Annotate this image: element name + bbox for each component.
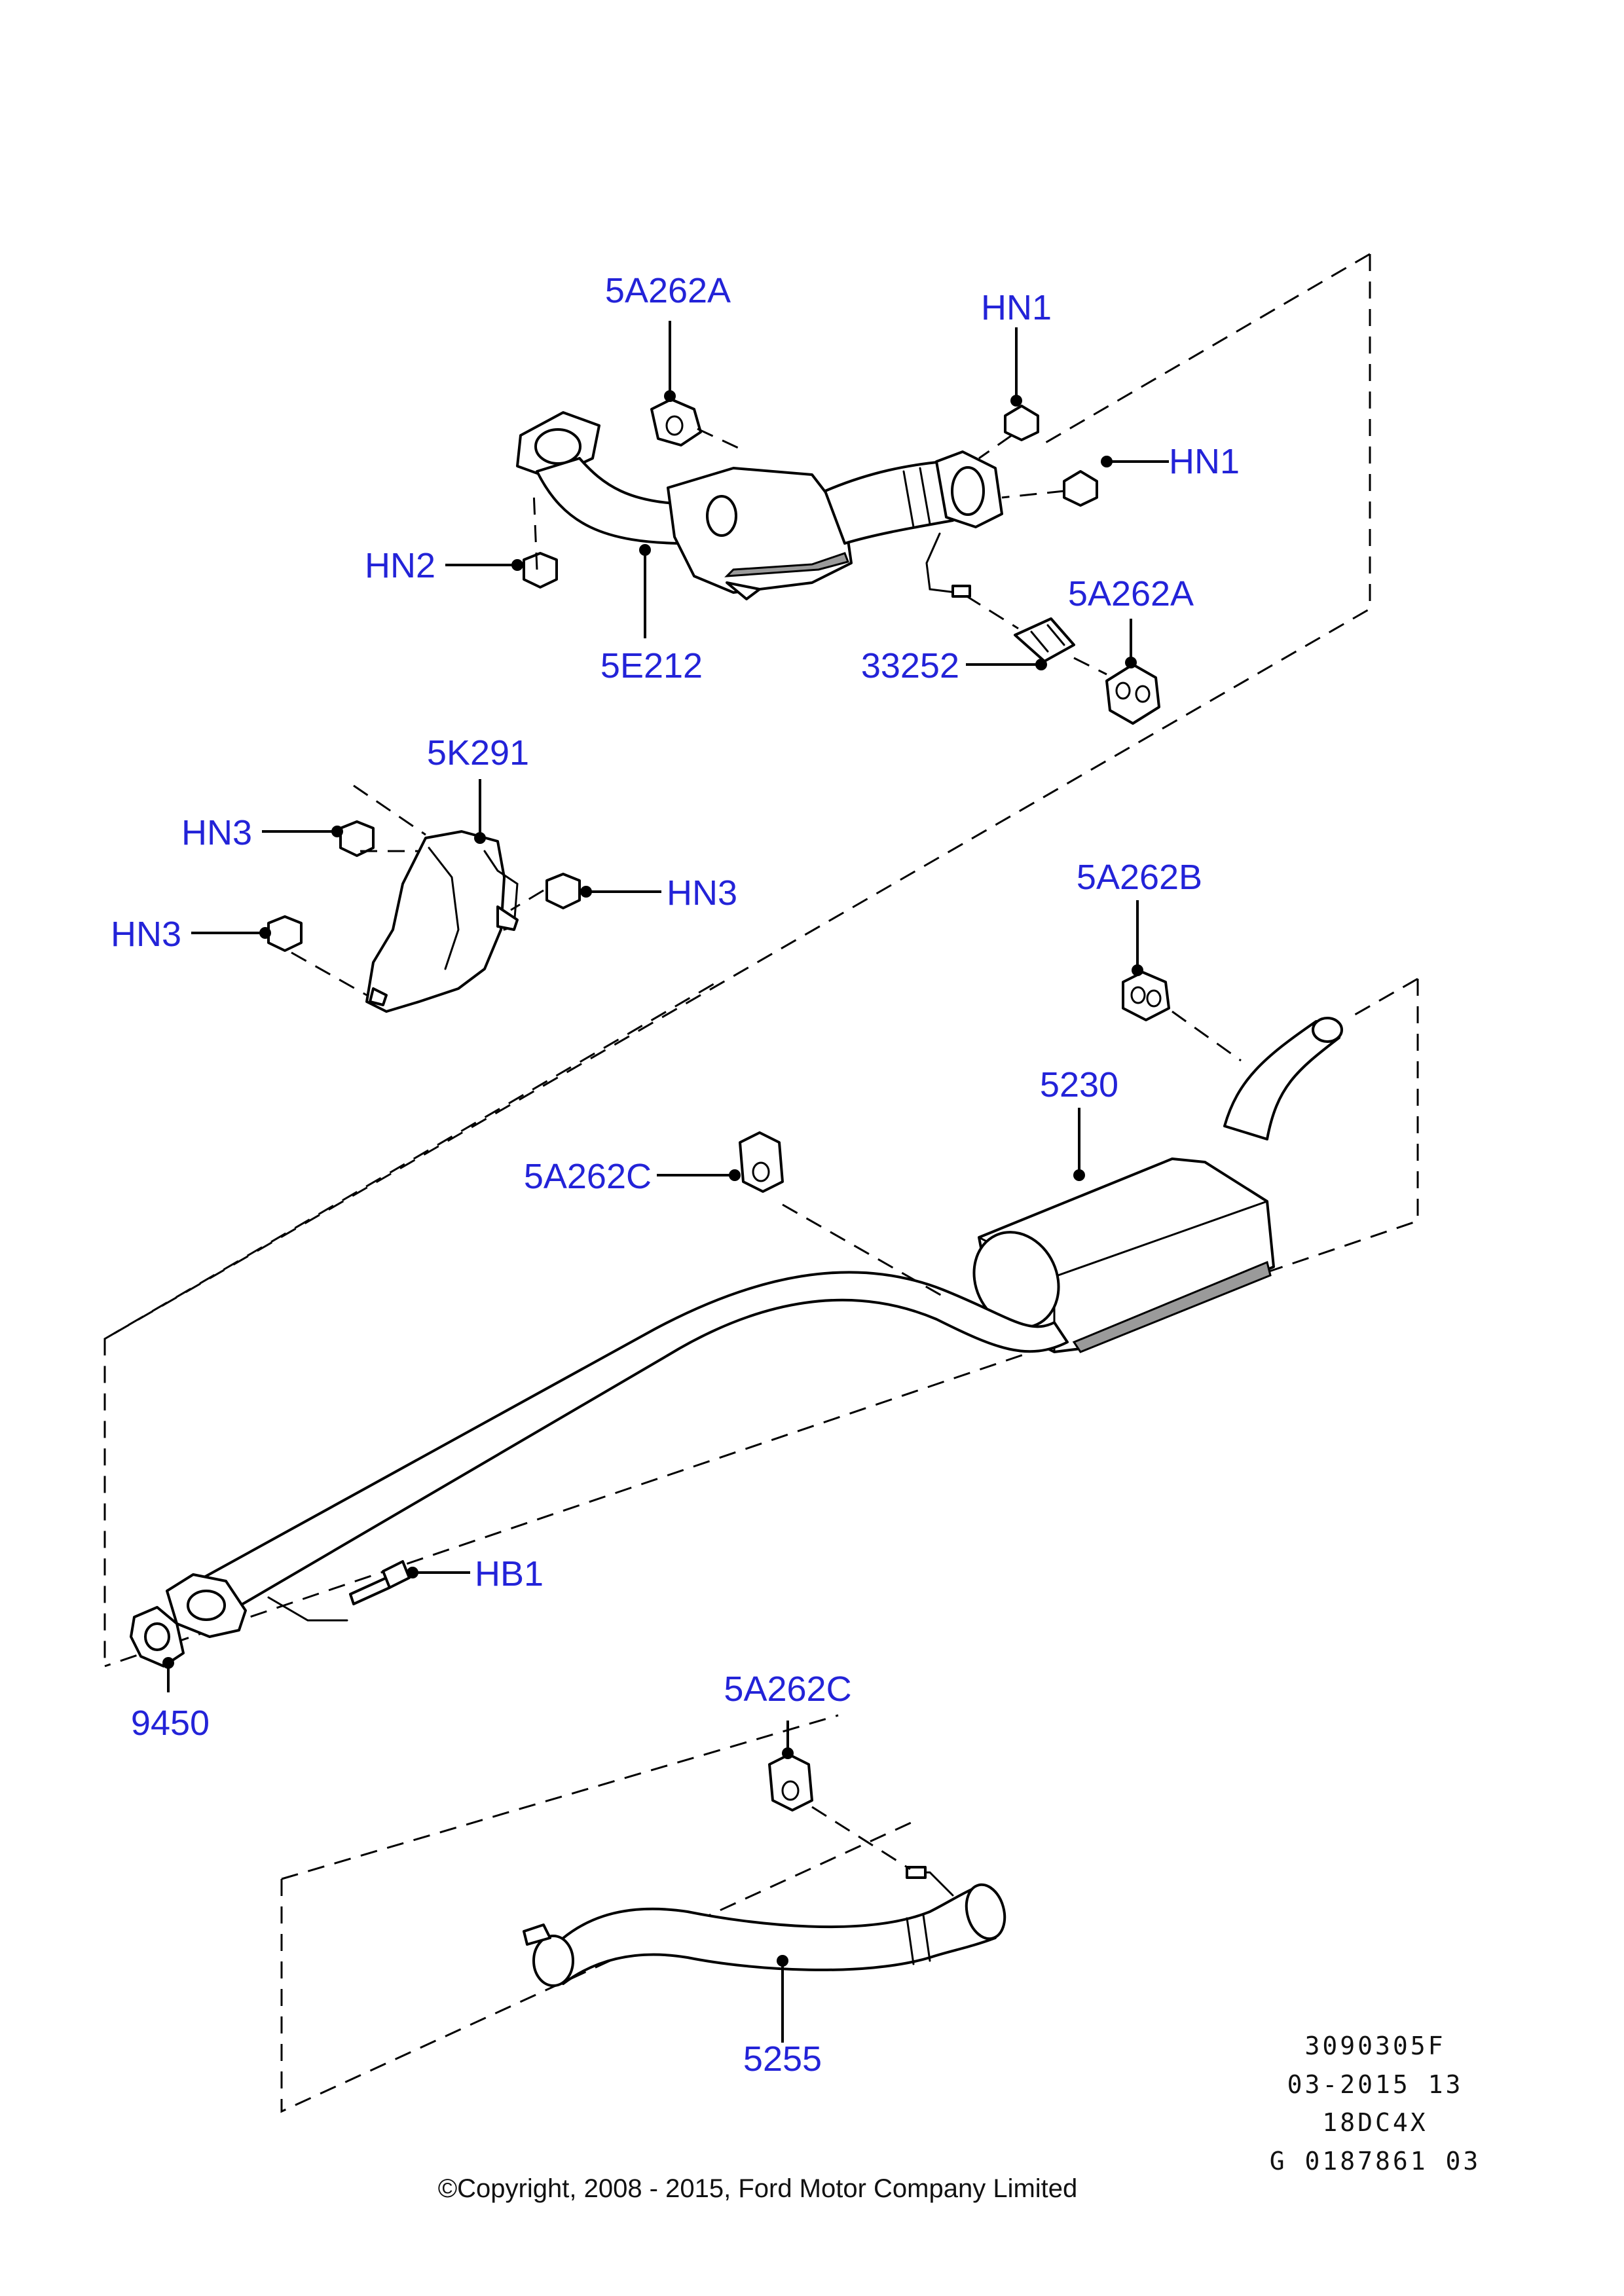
callout-hn1-upper[interactable]: HN1 [981, 288, 1052, 327]
callout-hn3-right[interactable]: HN3 [667, 873, 737, 913]
callout-5k291[interactable]: 5K291 [427, 733, 529, 773]
insulator-5a262a-lower [1105, 663, 1160, 725]
callout-hn3-upper[interactable]: HN3 [181, 813, 252, 852]
callout-5a262a-lower[interactable]: 5A262A [1068, 574, 1194, 613]
connector-dashes [291, 428, 1242, 1870]
muffler-assembly [130, 1017, 1343, 1667]
callout-5e212[interactable]: 5E212 [600, 646, 703, 685]
copyright-notice: ©Copyright, 2008 - 2015, Ford Motor Comp… [438, 2174, 1078, 2203]
insulator-5a262b [1122, 971, 1170, 1021]
reference-line-2: 03-2015 13 [1287, 2070, 1464, 2099]
callout-5255[interactable]: 5255 [743, 2039, 822, 2079]
reference-line-4: G 0187861 03 [1270, 2147, 1481, 2176]
callout-hn2[interactable]: HN2 [365, 546, 435, 585]
nut-hn2 [523, 552, 558, 589]
nut-hn1-a [1004, 405, 1039, 441]
nut-hn1-b [1063, 470, 1098, 507]
nut-hn3-c [267, 915, 303, 952]
nut-hn3-b [545, 873, 581, 909]
callout-5a262c-lower[interactable]: 5A262C [724, 1669, 851, 1709]
rear-pipe [523, 1866, 1006, 1987]
reference-line-1: 3090305F [1304, 2032, 1445, 2060]
callout-labels: 5A262A HN1 HN1 HN2 5E212 5A262A 33252 5K… [111, 271, 1240, 2079]
nut-hn3-a [339, 820, 375, 857]
heat-shield [365, 830, 519, 1013]
catalytic-converter [516, 411, 1003, 600]
callout-5230[interactable]: 5230 [1040, 1065, 1118, 1104]
callout-5a262c-upper[interactable]: 5A262C [524, 1157, 652, 1196]
bracket-33252 [1014, 617, 1075, 663]
fasteners-and-insulators [267, 398, 1170, 1812]
insulator-5a262a-upper [650, 398, 702, 446]
callout-hb1[interactable]: HB1 [475, 1554, 544, 1594]
callout-hn3-lower[interactable]: HN3 [111, 915, 181, 954]
reference-line-3: 18DC4X [1322, 2108, 1428, 2137]
callout-9450[interactable]: 9450 [131, 1704, 210, 1743]
callout-5a262a-upper[interactable]: 5A262A [605, 271, 731, 310]
callout-hn1-right[interactable]: HN1 [1169, 442, 1240, 481]
callout-5a262b[interactable]: 5A262B [1077, 858, 1202, 897]
callout-33252[interactable]: 33252 [861, 646, 959, 685]
reference-block: 3090305F 03-2015 13 18DC4X G 0187861 03 [1270, 2032, 1481, 2176]
leader-lines [162, 321, 1169, 2043]
